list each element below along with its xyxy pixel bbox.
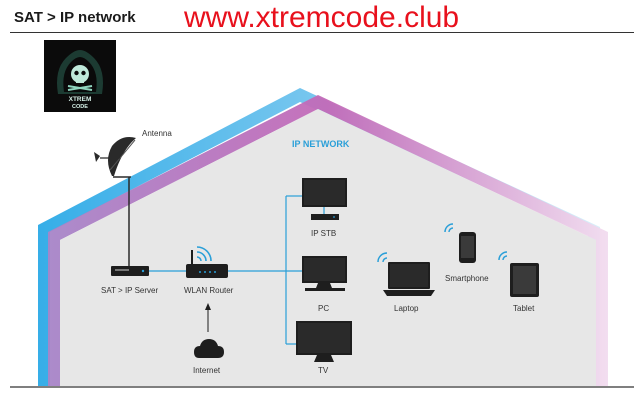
tablet-label: Tablet — [513, 304, 535, 313]
watermark-url: www.xtremcode.club — [184, 1, 460, 34]
tv-label: TV — [318, 366, 329, 375]
smartphone-wifi-icon — [444, 223, 454, 233]
logo-text-line1: XTREM — [69, 96, 92, 103]
wifi-icon — [196, 246, 212, 262]
house-interior — [60, 109, 596, 386]
tablet-wifi-icon — [498, 251, 508, 261]
links-router-devices — [228, 195, 302, 345]
wlan-router-label: WLAN Router — [184, 286, 234, 295]
ip-stb-monitor-icon — [302, 178, 347, 220]
laptop-label: Laptop — [394, 304, 419, 313]
smartphone-label: Smartphone — [445, 274, 489, 283]
laptop-wifi-icon — [377, 252, 388, 263]
tablet-icon — [510, 263, 539, 297]
wlan-router-icon — [186, 250, 228, 278]
antenna-label: Antenna — [142, 129, 172, 138]
laptop-icon — [383, 262, 435, 296]
pc-label: PC — [318, 304, 329, 313]
pc-monitor-icon — [302, 256, 347, 291]
satellite-antenna-icon — [94, 137, 136, 267]
hooded-skull-icon: XTREM CODE — [57, 50, 103, 110]
tv-icon — [296, 321, 352, 362]
smartphone-icon — [459, 232, 476, 263]
roof-band-inner — [48, 95, 608, 386]
cloud-icon — [194, 339, 224, 358]
title-divider — [10, 32, 634, 33]
ip-stb-label: IP STB — [311, 229, 336, 238]
internet-label: Internet — [193, 366, 221, 375]
sat-ip-server-icon — [111, 266, 149, 276]
logo-text-line2: CODE — [72, 104, 88, 110]
page-title: SAT > IP network — [14, 9, 136, 26]
xtrem-code-logo: XTREM CODE — [44, 40, 116, 112]
sat-ip-server-label: SAT > IP Server — [101, 286, 158, 295]
ip-network-label: IP NETWORK — [292, 139, 350, 149]
arrow-up-icon — [205, 303, 211, 310]
